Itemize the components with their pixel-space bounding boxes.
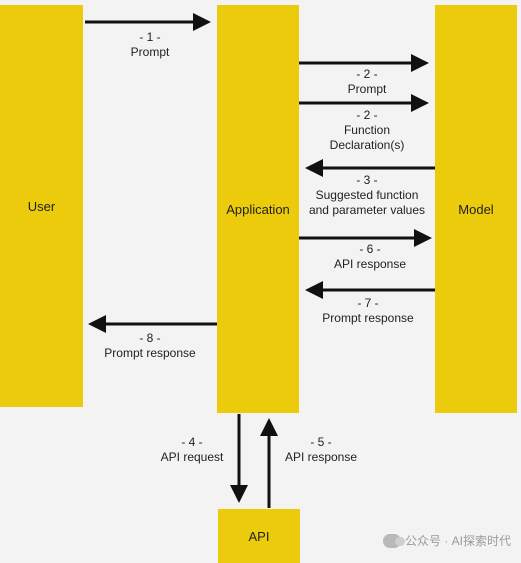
step-text: Prompt	[130, 45, 170, 59]
step-number: - 8 -	[139, 331, 161, 345]
step-text: API request	[160, 450, 224, 464]
step-text: API response	[284, 450, 358, 464]
api-node: API	[218, 509, 300, 563]
step-text: Function Declaration(s)	[329, 123, 405, 152]
step-text: Prompt	[347, 82, 387, 96]
step-3-label: - 3 - Suggested function and parameter v…	[309, 173, 425, 218]
step-text: API response	[333, 257, 407, 271]
step-2-prompt-label: - 2 - Prompt	[348, 67, 387, 97]
step-1-label: - 1 - Prompt	[131, 30, 170, 60]
application-node: Application	[217, 5, 299, 413]
model-node: Model	[435, 5, 517, 413]
step-6-label: - 6 - API response	[334, 242, 406, 272]
step-number: - 6 -	[359, 242, 381, 256]
step-number: - 2 -	[356, 67, 378, 81]
step-8-label: - 8 - Prompt response	[104, 331, 195, 361]
step-number: - 5 -	[310, 435, 332, 449]
wechat-icon	[382, 533, 405, 548]
watermark: 公众号 · AI探索时代	[382, 532, 511, 549]
step-text: Prompt response	[104, 346, 196, 360]
user-label: User	[27, 198, 56, 214]
step-number: - 4 -	[181, 435, 203, 449]
step-number: - 3 -	[356, 173, 378, 187]
user-node: User	[0, 5, 83, 407]
step-number: - 2 -	[356, 108, 378, 122]
step-text: Suggested function and parameter values	[308, 188, 426, 217]
step-2-declaration-label: - 2 - Function Declaration(s)	[330, 108, 405, 153]
model-label: Model	[458, 201, 494, 217]
step-number: - 7 -	[357, 296, 379, 310]
watermark-text: 公众号 · AI探索时代	[404, 534, 511, 548]
application-label: Application	[226, 201, 290, 217]
step-number: - 1 -	[139, 30, 161, 44]
step-5-label: - 5 - API response	[285, 435, 357, 465]
api-label: API	[248, 528, 270, 544]
step-4-label: - 4 - API request	[161, 435, 224, 465]
step-7-label: - 7 - Prompt response	[322, 296, 413, 326]
step-text: Prompt response	[322, 311, 414, 325]
